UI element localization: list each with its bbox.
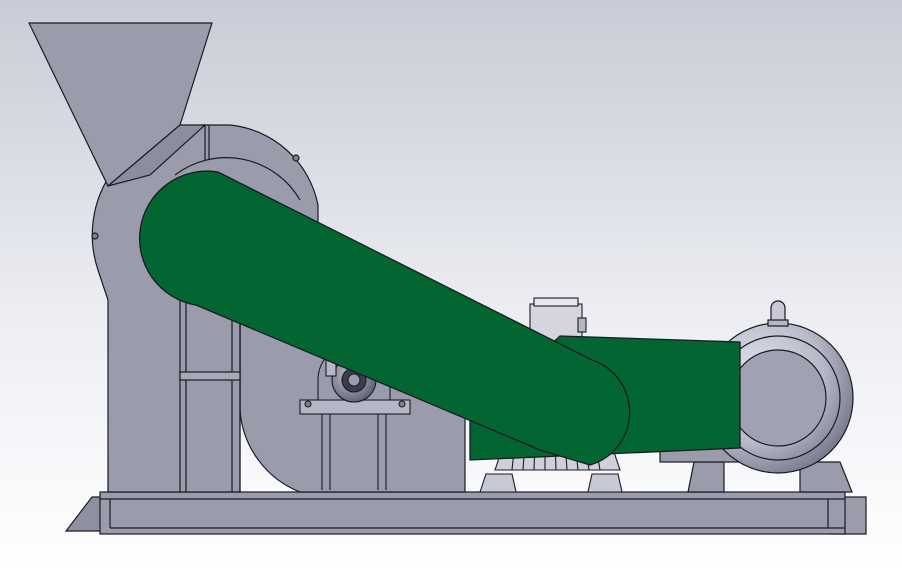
belt-guard [138,170,741,466]
housing-bolt [91,232,99,240]
housing-brace [179,371,241,381]
small-motor-foot [479,473,517,493]
small-motor-terminal-lid [533,297,579,307]
bearing-bolt [398,400,406,408]
belt-guard-capsule [138,170,631,466]
main-motor-lifting-eye [770,300,786,323]
housing-bolt [292,154,300,162]
small-motor-foot [587,473,623,493]
main-motor-foot [799,461,853,493]
feed-hopper [28,22,213,187]
bearing-bolt [304,400,312,408]
small-motor-gland [577,317,587,333]
housing-inner-ring [174,157,301,201]
base-frame [64,491,867,535]
hopper-throat [107,124,207,187]
main-motor-foot [687,461,725,493]
main-motor-end-cap [729,349,827,447]
bearing-bore [347,373,361,387]
main-motor-eye-base [767,319,789,327]
